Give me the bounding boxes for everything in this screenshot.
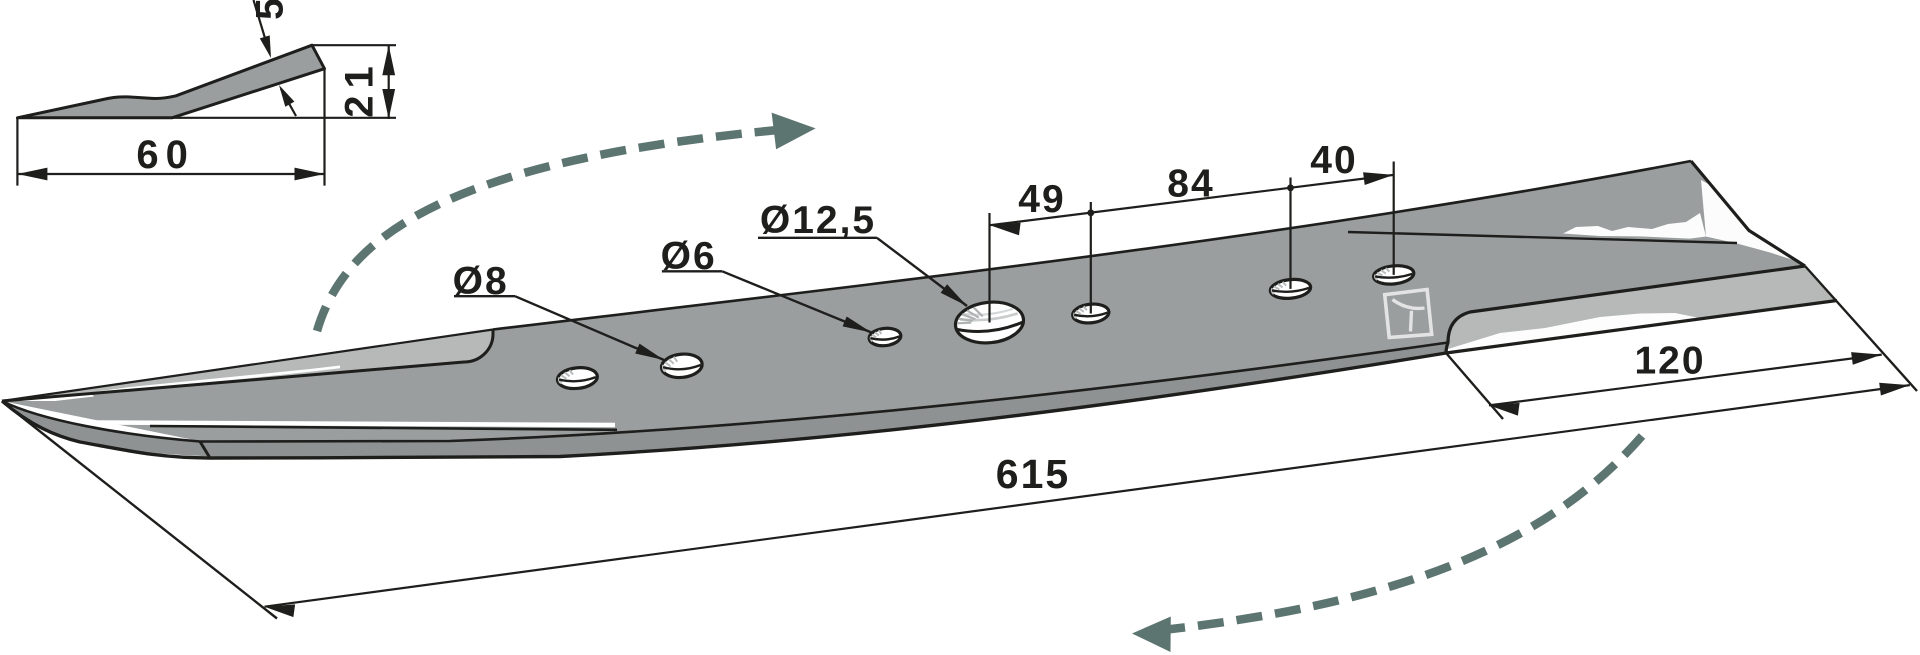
svg-text:21: 21 [338,59,382,118]
svg-text:Ø8: Ø8 [453,260,509,303]
svg-text:Ø12,5: Ø12,5 [760,199,876,242]
svg-text:49: 49 [1018,178,1065,221]
svg-text:40: 40 [1310,139,1357,182]
svg-text:5: 5 [249,0,292,20]
svg-text:120: 120 [1634,340,1705,383]
svg-text:84: 84 [1167,163,1214,206]
svg-text:60: 60 [136,133,195,177]
svg-text:615: 615 [996,451,1070,497]
svg-text:Ø6: Ø6 [661,235,717,278]
